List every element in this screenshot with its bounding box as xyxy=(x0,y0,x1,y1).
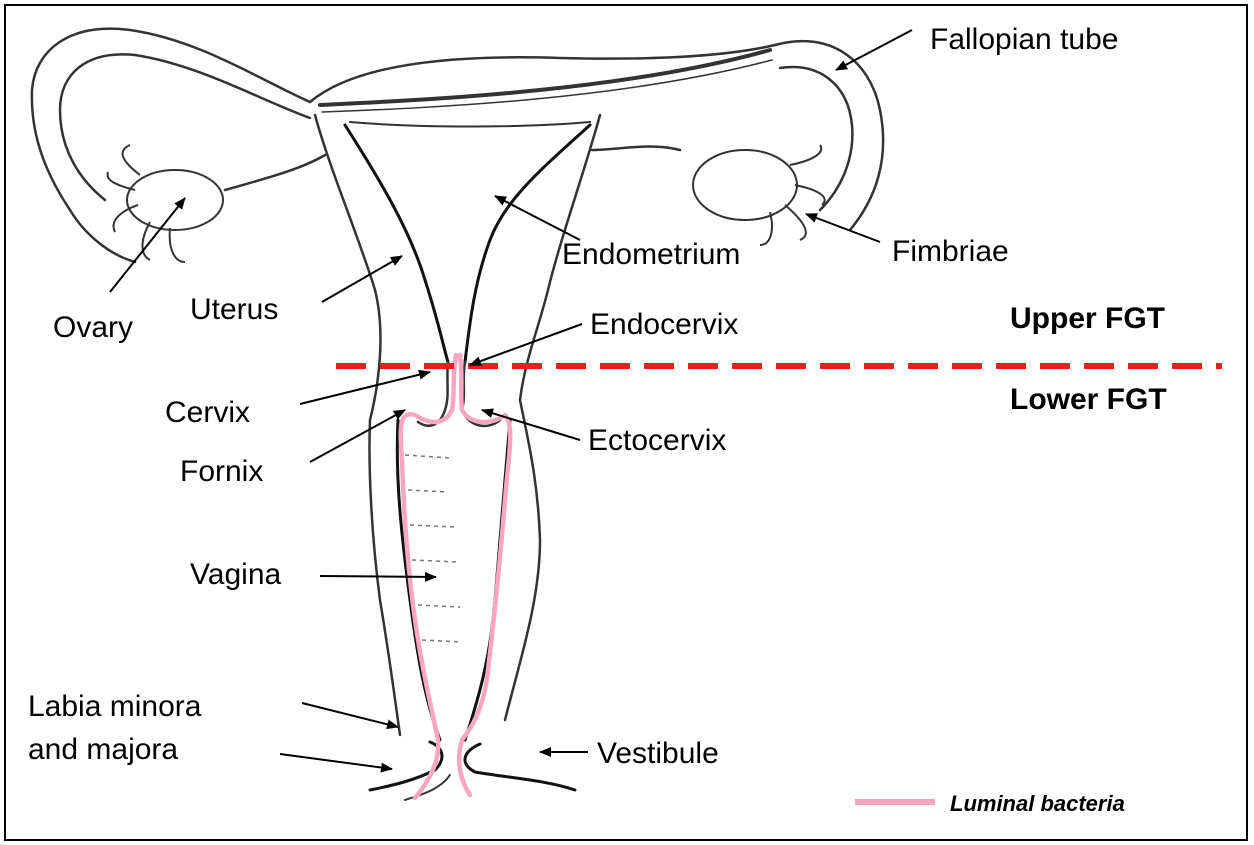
arrow-fornix xyxy=(310,410,405,462)
arrow-vagina xyxy=(320,576,436,577)
arrow-fimbriae xyxy=(806,214,880,242)
label-vagina: Vagina xyxy=(190,558,281,592)
arrow-labia-majora xyxy=(280,754,392,769)
label-fimbriae: Fimbriae xyxy=(892,235,1009,269)
label-labia-line2: and majora xyxy=(28,733,178,767)
arrow-endocervix xyxy=(470,324,582,365)
legend-label-luminal-bacteria: Luminal bacteria xyxy=(950,787,1125,821)
label-labia-line1: Labia minora xyxy=(28,690,201,724)
label-uterus: Uterus xyxy=(190,293,278,327)
label-endocervix: Endocervix xyxy=(590,308,738,342)
label-cervix: Cervix xyxy=(165,396,250,430)
label-vestibule: Vestibule xyxy=(597,737,719,771)
label-fallopian-tube: Fallopian tube xyxy=(930,23,1118,57)
arrow-ectocervix xyxy=(482,410,580,440)
arrow-cervix xyxy=(300,372,430,404)
arrow-uterus xyxy=(322,256,402,302)
arrow-labia-minora xyxy=(302,703,398,727)
uterus-outline xyxy=(32,29,883,800)
label-lower-fgt: Lower FGT xyxy=(1010,383,1167,417)
right-ovary xyxy=(693,145,825,245)
arrow-endometrium xyxy=(495,196,580,240)
label-upper-fgt: Upper FGT xyxy=(1010,302,1165,336)
left-ovary xyxy=(107,145,223,262)
label-ectocervix: Ectocervix xyxy=(588,424,726,458)
label-ovary: Ovary xyxy=(53,311,133,345)
arrow-ovary xyxy=(110,198,185,292)
arrow-fallopian-tube xyxy=(836,30,912,70)
label-endometrium: Endometrium xyxy=(562,238,740,272)
label-fornix: Fornix xyxy=(180,455,263,489)
